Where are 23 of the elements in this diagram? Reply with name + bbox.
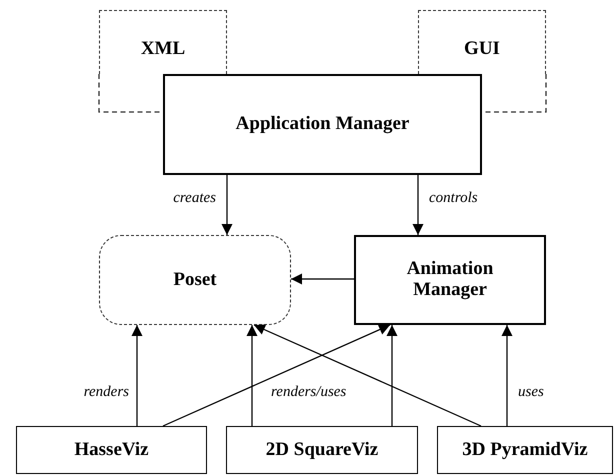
arrow (386, 325, 398, 426)
process-box (226, 426, 418, 474)
node-label: Application Manager (236, 114, 410, 135)
arrow (291, 274, 354, 284)
process-box (354, 235, 546, 325)
node-label: GUI (464, 39, 500, 60)
node-label: Animation Manager (406, 259, 494, 301)
rounded-dashed-box (99, 235, 291, 325)
arrow (502, 325, 512, 426)
node-label: HasseViz (74, 440, 149, 460)
arrow (412, 175, 424, 235)
arrow (222, 175, 232, 235)
node-label: XML (140, 39, 186, 60)
arrow (162, 324, 390, 427)
node-label: 2D SquareViz (266, 440, 378, 460)
process-box (437, 426, 613, 474)
arrow (132, 325, 142, 426)
node-label: Poset (173, 270, 217, 290)
process-box (163, 74, 482, 175)
arrow (246, 325, 258, 426)
arrow (254, 324, 482, 427)
process-box (16, 426, 207, 474)
node-label: 3D PyramidViz (462, 440, 588, 460)
